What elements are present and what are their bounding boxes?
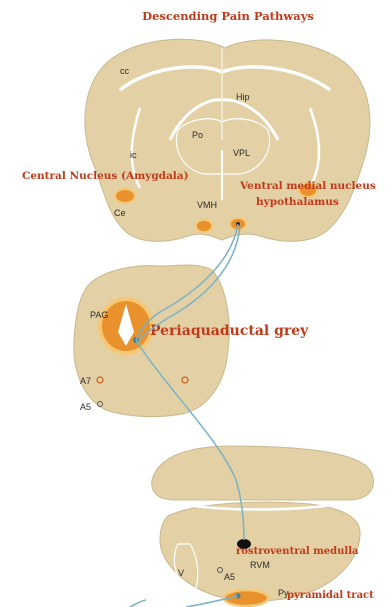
label-hypothalamus: hypothalamus bbox=[256, 196, 339, 208]
vmh-left-nucleus bbox=[196, 220, 212, 232]
label-central-nucleus-amygdala: Central Nucleus (Amygdala) bbox=[22, 170, 189, 182]
label-vpl: VPL bbox=[233, 148, 250, 158]
medulla-section: V A5 RVM Py rostroventral medulla pyrami… bbox=[152, 446, 374, 606]
label-a5-mid: A5 bbox=[80, 402, 91, 412]
label-ventral-medial-nucleus: Ventral medial nucleus bbox=[239, 180, 376, 192]
midbrain-tissue bbox=[74, 265, 229, 417]
label-po: Po bbox=[192, 130, 203, 140]
diagram-title: Descending Pain Pathways bbox=[142, 9, 314, 23]
label-pag-anat: PAG bbox=[90, 310, 108, 320]
label-cc: cc bbox=[120, 66, 130, 76]
label-a7: A7 bbox=[80, 376, 91, 386]
label-vmh-anat: VMH bbox=[197, 200, 217, 210]
label-ce: Ce bbox=[114, 208, 126, 218]
forebrain-section: cc Hip Po VPL ic Ce VMH Central Nucleus … bbox=[22, 39, 376, 241]
label-a5-bottom: A5 bbox=[224, 572, 235, 582]
label-periaquaductal-grey: Periaquaductal grey bbox=[150, 323, 309, 339]
label-rostroventral-medulla: rostroventral medulla bbox=[236, 546, 359, 557]
label-rvm-anat: RVM bbox=[250, 560, 270, 570]
label-ic: ic bbox=[130, 150, 137, 160]
central-nucleus-amygdala bbox=[115, 189, 135, 203]
midbrain-section: PAG A7 A5 Periaquaductal grey bbox=[74, 265, 309, 417]
label-hip: Hip bbox=[236, 92, 250, 102]
label-v: V bbox=[178, 568, 184, 578]
cerebellum-tissue bbox=[152, 446, 374, 500]
label-pyramidal-tract: pyramidal tract bbox=[287, 590, 374, 601]
pathway-pyramidal-tail bbox=[130, 600, 146, 607]
